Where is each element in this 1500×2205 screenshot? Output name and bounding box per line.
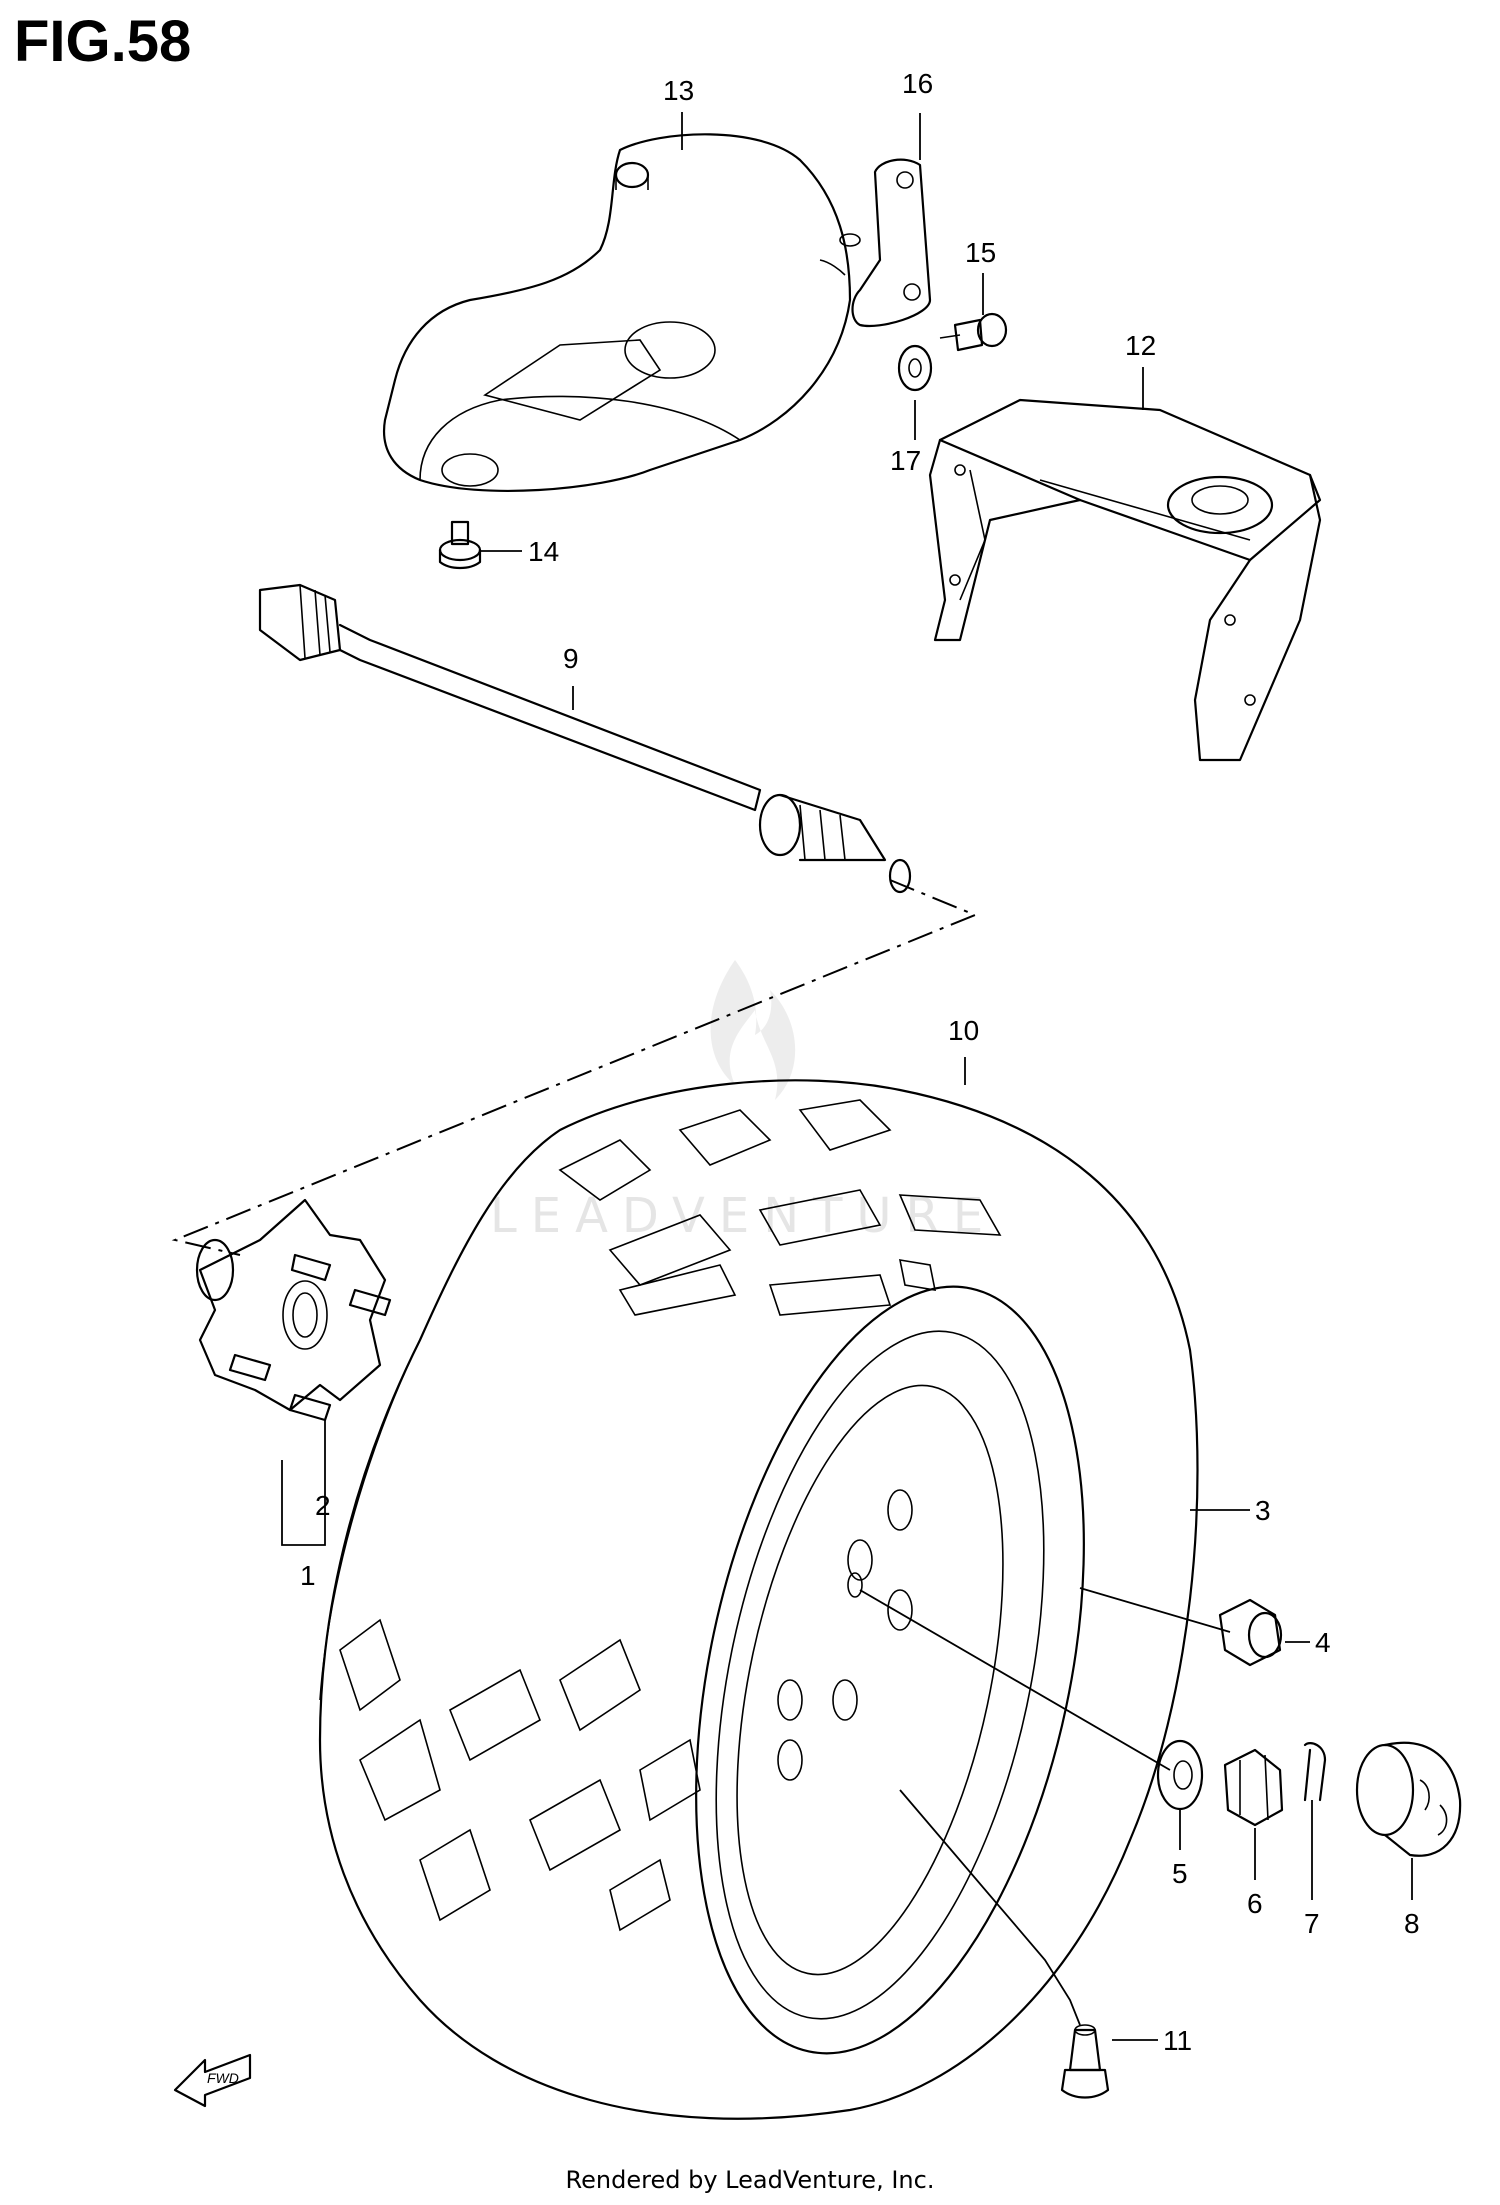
callout-17: 17 (890, 445, 921, 476)
callout-10: 10 (948, 1015, 979, 1046)
part-4-lug-nut[interactable] (1218, 1598, 1283, 1667)
callout-6: 6 (1247, 1888, 1263, 1919)
callout-5: 5 (1172, 1858, 1188, 1889)
callout-16: 16 (902, 68, 933, 99)
part-7-cotter-pin[interactable] (1303, 1742, 1327, 1802)
callout-2: 2 (315, 1490, 331, 1521)
alignment-line (171, 879, 978, 1256)
part-8-hub-cap[interactable] (1355, 1741, 1462, 1857)
part-11-valve-stem[interactable] (1060, 2024, 1110, 2099)
callout-14: 14 (528, 536, 559, 567)
part-10-tire[interactable] (318, 1079, 1199, 2120)
callout-15: 15 (965, 237, 996, 268)
leadventure-flame-logo (710, 960, 796, 1100)
fwd-label: FWD (207, 2070, 239, 2086)
callout-numbers: 1 2 3 4 5 6 7 8 9 10 11 12 13 14 15 16 1… (300, 68, 1420, 2056)
part-6-castle-nut[interactable] (1223, 1748, 1284, 1827)
part-9-axle[interactable] (258, 583, 912, 894)
callout-3: 3 (1255, 1495, 1271, 1526)
fwd-arrow-icon: FWD (173, 2053, 252, 2108)
part-16-bracket[interactable] (839, 158, 932, 328)
footer-credit: Rendered by LeadVenture, Inc. (565, 2166, 935, 2194)
watermark: LEADVENTURE (490, 960, 983, 1244)
part-14-bolt[interactable] (438, 520, 482, 570)
part-13-cover[interactable] (382, 133, 852, 492)
part-17-washer[interactable] (897, 344, 933, 392)
callout-1: 1 (300, 1560, 316, 1591)
figure-title: FIG.58 (14, 9, 192, 74)
callout-4: 4 (1315, 1627, 1331, 1658)
leader-lines (281, 112, 1413, 2041)
part-5-washer[interactable] (1156, 1739, 1204, 1811)
callout-9: 9 (563, 643, 579, 674)
callout-11: 11 (1163, 2025, 1192, 2056)
callout-13: 13 (663, 75, 694, 106)
part-3-wheel[interactable] (633, 1251, 1147, 2089)
callout-7: 7 (1304, 1908, 1320, 1939)
part-2-studs[interactable] (228, 1253, 392, 1422)
part-12-bracket[interactable] (928, 398, 1322, 762)
callout-8: 8 (1404, 1908, 1420, 1939)
part-15-bolt[interactable] (939, 312, 1008, 352)
part-1-hub[interactable] (195, 1198, 387, 1412)
callout-12: 12 (1125, 330, 1156, 361)
